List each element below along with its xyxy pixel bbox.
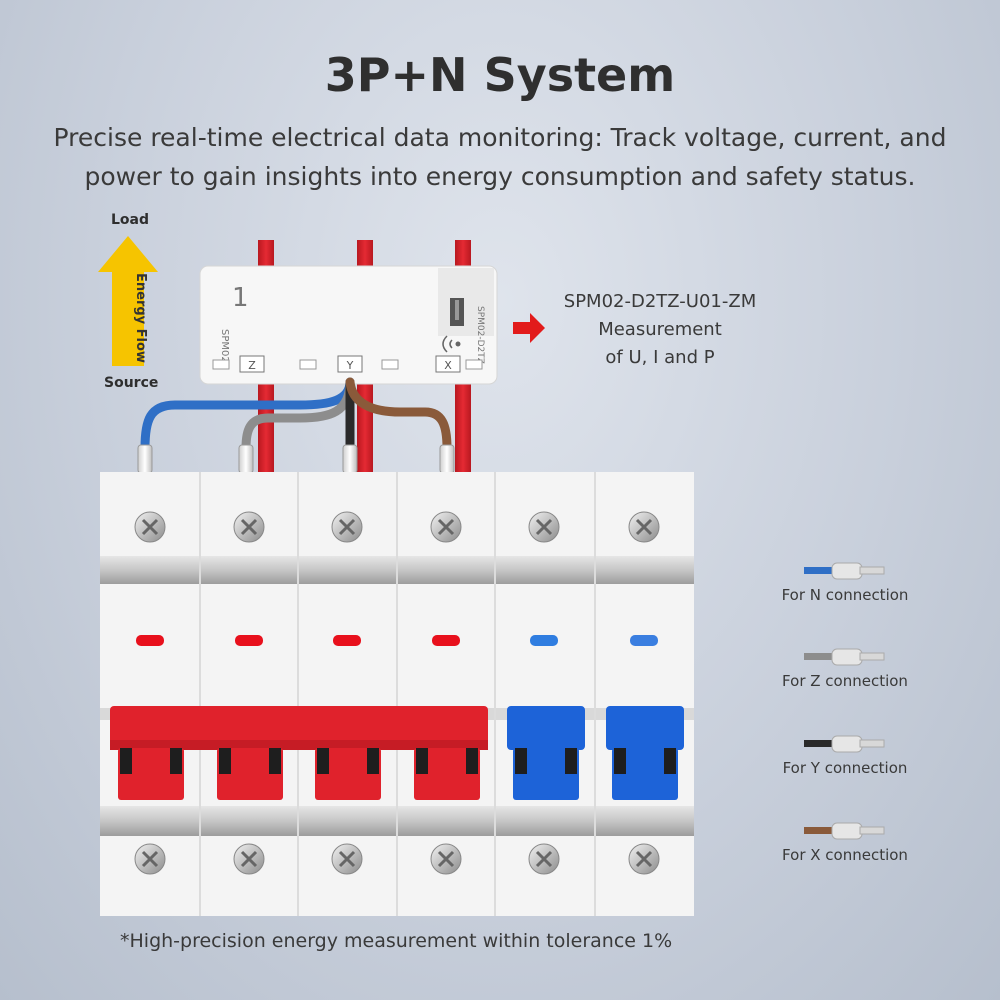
pointer-arrow-icon (513, 313, 545, 343)
device-description-line-2: Measurement (598, 319, 722, 340)
ferrule-y (342, 444, 358, 474)
wire-n-icon (804, 562, 885, 580)
load-label: Load (111, 212, 150, 228)
bottom-screws (134, 843, 660, 875)
wire-x (345, 377, 452, 453)
breaker-panel (100, 472, 694, 916)
indicator-4 (432, 635, 460, 646)
terminal-z: Z (248, 359, 256, 372)
indicator-5 (530, 635, 558, 646)
top-screws (134, 511, 660, 543)
legend-item-z: For Z connection (770, 646, 920, 690)
energy-flow-arrow-icon (98, 236, 158, 366)
device-description: SPM02-D2TZ-U01-ZM Measurement of U, I an… (550, 288, 770, 372)
legend-item-n: For N connection (770, 560, 920, 604)
legend-item-x: For X connection (770, 820, 920, 864)
legend-label-y: For Y connection (782, 759, 908, 777)
legend-item-y: For Y connection (770, 733, 920, 777)
indicators (136, 635, 658, 646)
ferrule-z (238, 444, 254, 474)
legend-label-z: For Z connection (782, 672, 908, 690)
device-description-line-3: of U, I and P (605, 347, 715, 368)
wire-z-icon (804, 648, 885, 666)
device-number: 1 (232, 283, 249, 313)
page-title: 3P+N System (324, 48, 676, 102)
wire-x-icon (804, 822, 885, 840)
indicator-3 (333, 635, 361, 646)
indicator-2 (235, 635, 263, 646)
wire-z (241, 377, 355, 453)
spm-device: 1 SPM02 SPM02-D2TZ Z Y X (199, 265, 498, 385)
device-model-label: SPM02 (219, 329, 230, 363)
indicator-1 (136, 635, 164, 646)
terminal-y: Y (346, 359, 354, 372)
red-toggle-bar (110, 706, 488, 800)
page-subtitle: Precise real-time electrical data monito… (53, 123, 947, 191)
source-label: Source (104, 375, 159, 391)
terminal-x: X (444, 359, 452, 372)
device-model-label-right: SPM02-D2TZ (475, 306, 485, 364)
blue-toggle-2 (606, 706, 684, 800)
footnote: *High-precision energy measurement withi… (120, 930, 673, 952)
legend-label-x: For X connection (782, 846, 908, 864)
energy-flow-label: Energy Flow (133, 273, 148, 363)
legend-label-n: For N connection (781, 586, 909, 604)
blue-toggle-1 (507, 706, 585, 800)
indicator-6 (630, 635, 658, 646)
ferrule-n (137, 444, 153, 474)
device-description-line-1: SPM02-D2TZ-U01-ZM (563, 291, 757, 312)
wire-y-icon (804, 735, 885, 753)
ferrule-x (439, 444, 455, 474)
